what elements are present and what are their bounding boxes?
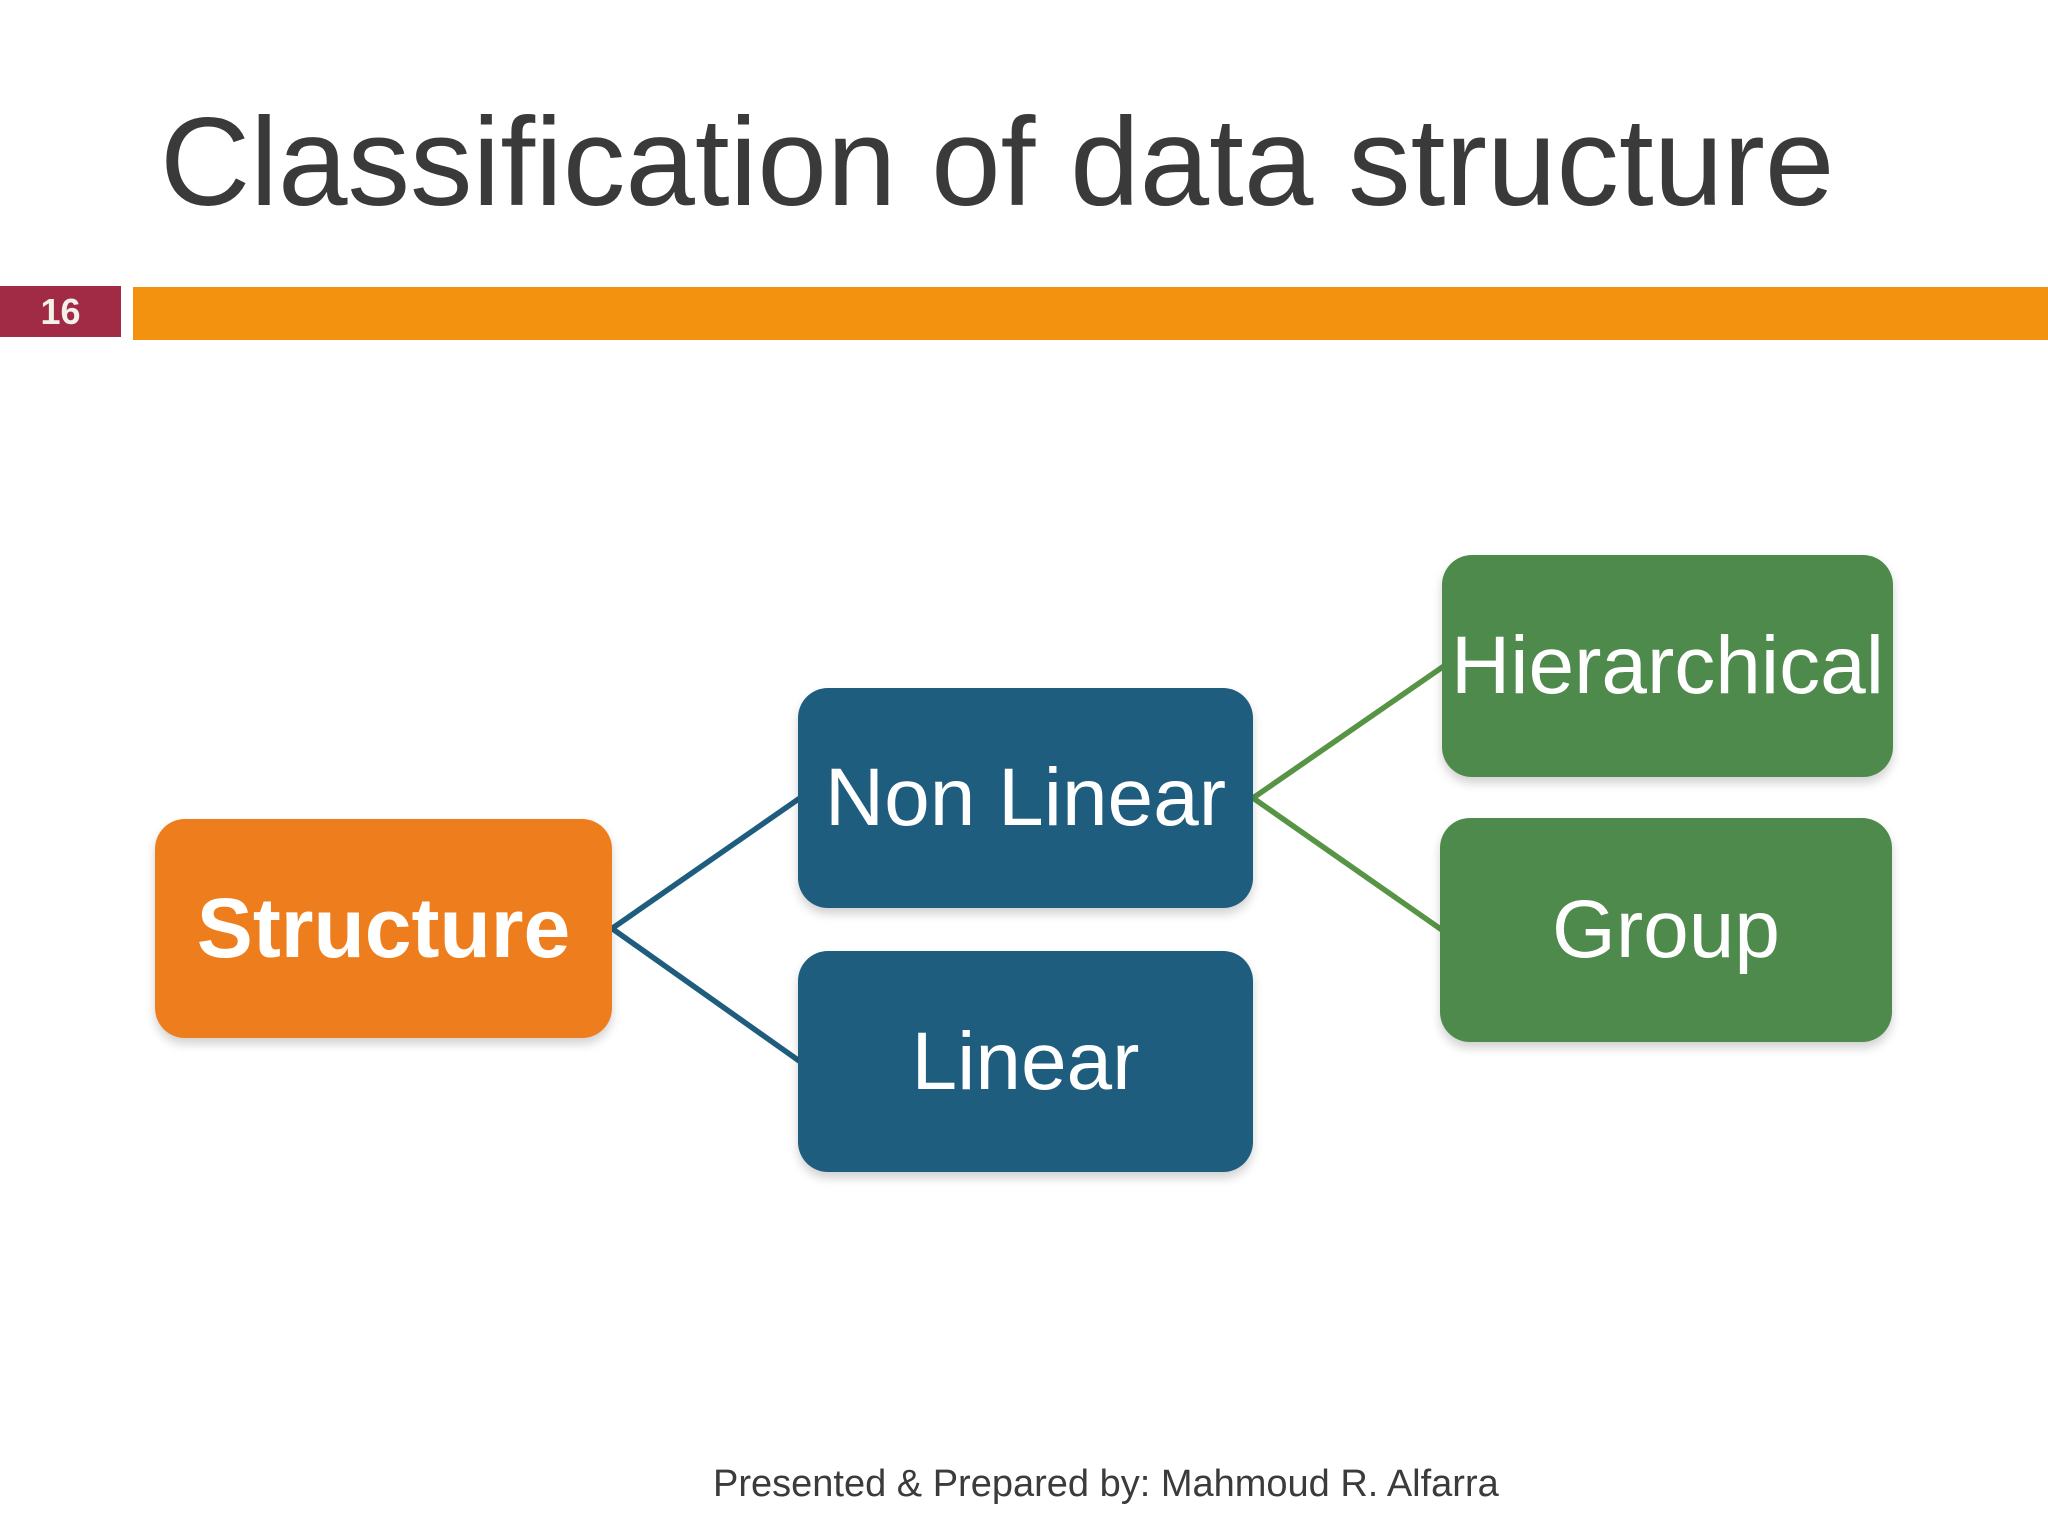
edge-structure-linear — [609, 925, 803, 1065]
footer-credit: Presented & Prepared by: Mahmoud R. Alfa… — [713, 1463, 1499, 1505]
diagram-node-group: Group — [1440, 818, 1892, 1042]
edge-nonlinear-hierarchical — [1250, 663, 1447, 801]
page-number-badge: 16 — [0, 286, 121, 337]
page-title: Classification of data structure — [160, 93, 1835, 232]
diagram-node-non-linear: Non Linear — [798, 688, 1253, 908]
diagram-node-linear: Linear — [798, 951, 1253, 1172]
diagram-node-structure: Structure — [155, 819, 612, 1038]
diagram-node-hierarchical: Hierarchical — [1442, 555, 1893, 777]
edge-structure-nonlinear — [609, 795, 803, 932]
edge-nonlinear-group — [1250, 795, 1445, 933]
header-accent-bar — [133, 287, 2048, 340]
